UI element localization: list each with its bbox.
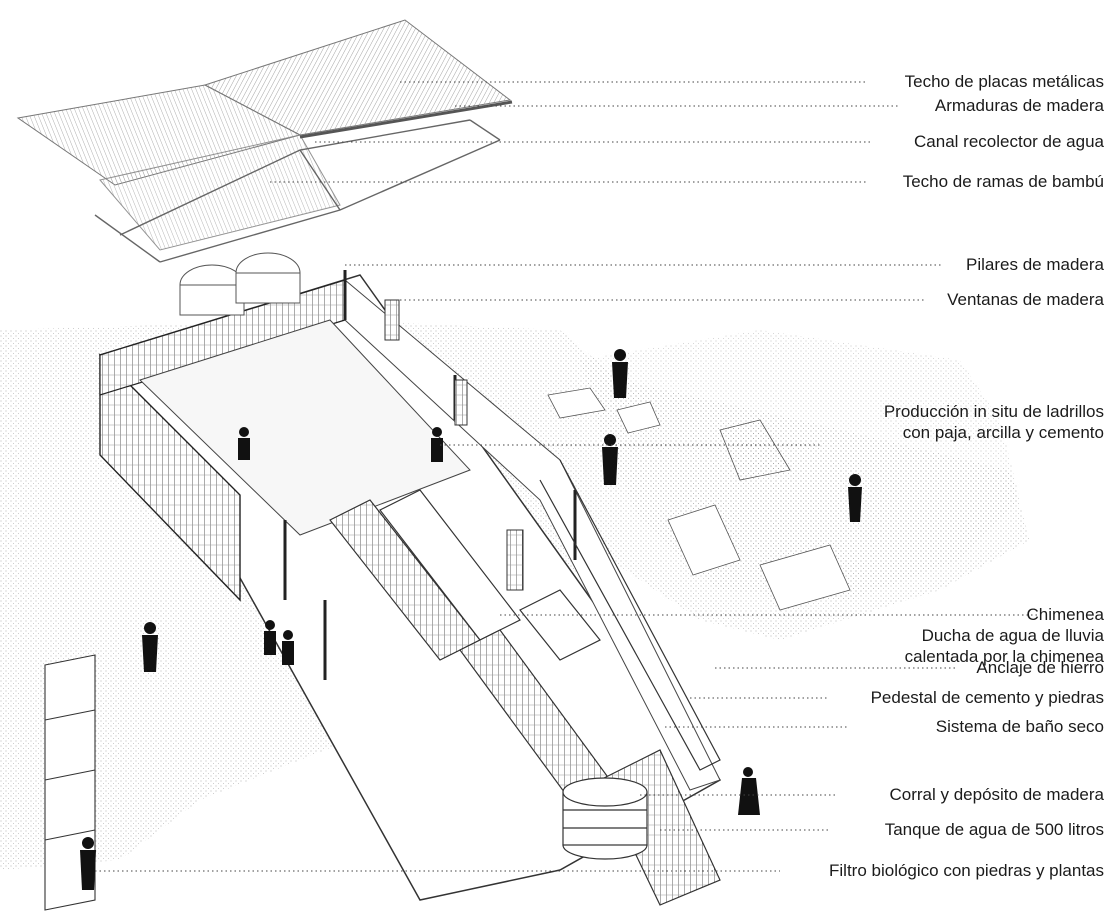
wooden-windows	[384, 299, 524, 591]
label-bricks: Producción in situ de ladrillos con paja…	[883, 402, 1104, 442]
label-pillars: Pilares de madera	[966, 255, 1104, 274]
gutter	[299, 100, 513, 139]
house	[44, 252, 722, 911]
label-filter: Filtro biológico con piedras y plantas	[829, 861, 1104, 880]
person-figure	[612, 349, 628, 398]
label-windows: Ventanas de madera	[947, 290, 1104, 309]
person-figure	[80, 837, 96, 890]
label-roof-sheets: Techo de placas metálicas	[904, 72, 1104, 91]
water-tank-500l	[562, 777, 648, 860]
bedroom-floor	[139, 319, 471, 536]
label-corral: Corral y depósito de madera	[889, 785, 1104, 804]
leader-lines	[95, 81, 1040, 872]
people	[80, 349, 862, 890]
label-pedestal: Pedestal de cemento y piedras	[870, 688, 1104, 707]
roof-sheet-right	[203, 19, 512, 136]
label-chimney: Chimenea Ducha de agua de lluvia calenta…	[904, 605, 1104, 666]
person-figure	[142, 622, 158, 672]
label-bamboo: Techo de ramas de bambú	[902, 172, 1104, 191]
person-figure	[431, 427, 443, 462]
bamboo-roof	[99, 134, 341, 251]
roof-assembly	[16, 19, 513, 263]
person-figure	[738, 767, 760, 815]
person-figure	[238, 427, 250, 460]
rain-tanks	[179, 252, 301, 316]
bio-filter	[44, 654, 96, 911]
label-tank: Tanque de agua de 500 litros	[884, 820, 1104, 839]
iron-anchor-rail	[539, 459, 721, 771]
person-figure	[602, 434, 618, 485]
label-anchor: Anclaje de hierro	[976, 658, 1104, 677]
person-figure	[282, 630, 294, 665]
roof-trusses	[94, 119, 501, 263]
label-dry-toilet: Sistema de baño seco	[935, 717, 1104, 736]
person-figure	[264, 620, 276, 655]
label-trusses: Armaduras de madera	[934, 96, 1104, 115]
front-wall	[99, 353, 241, 602]
brick-production	[547, 387, 851, 611]
label-gutter: Canal recolector de agua	[914, 132, 1104, 151]
person-figure	[848, 474, 862, 522]
